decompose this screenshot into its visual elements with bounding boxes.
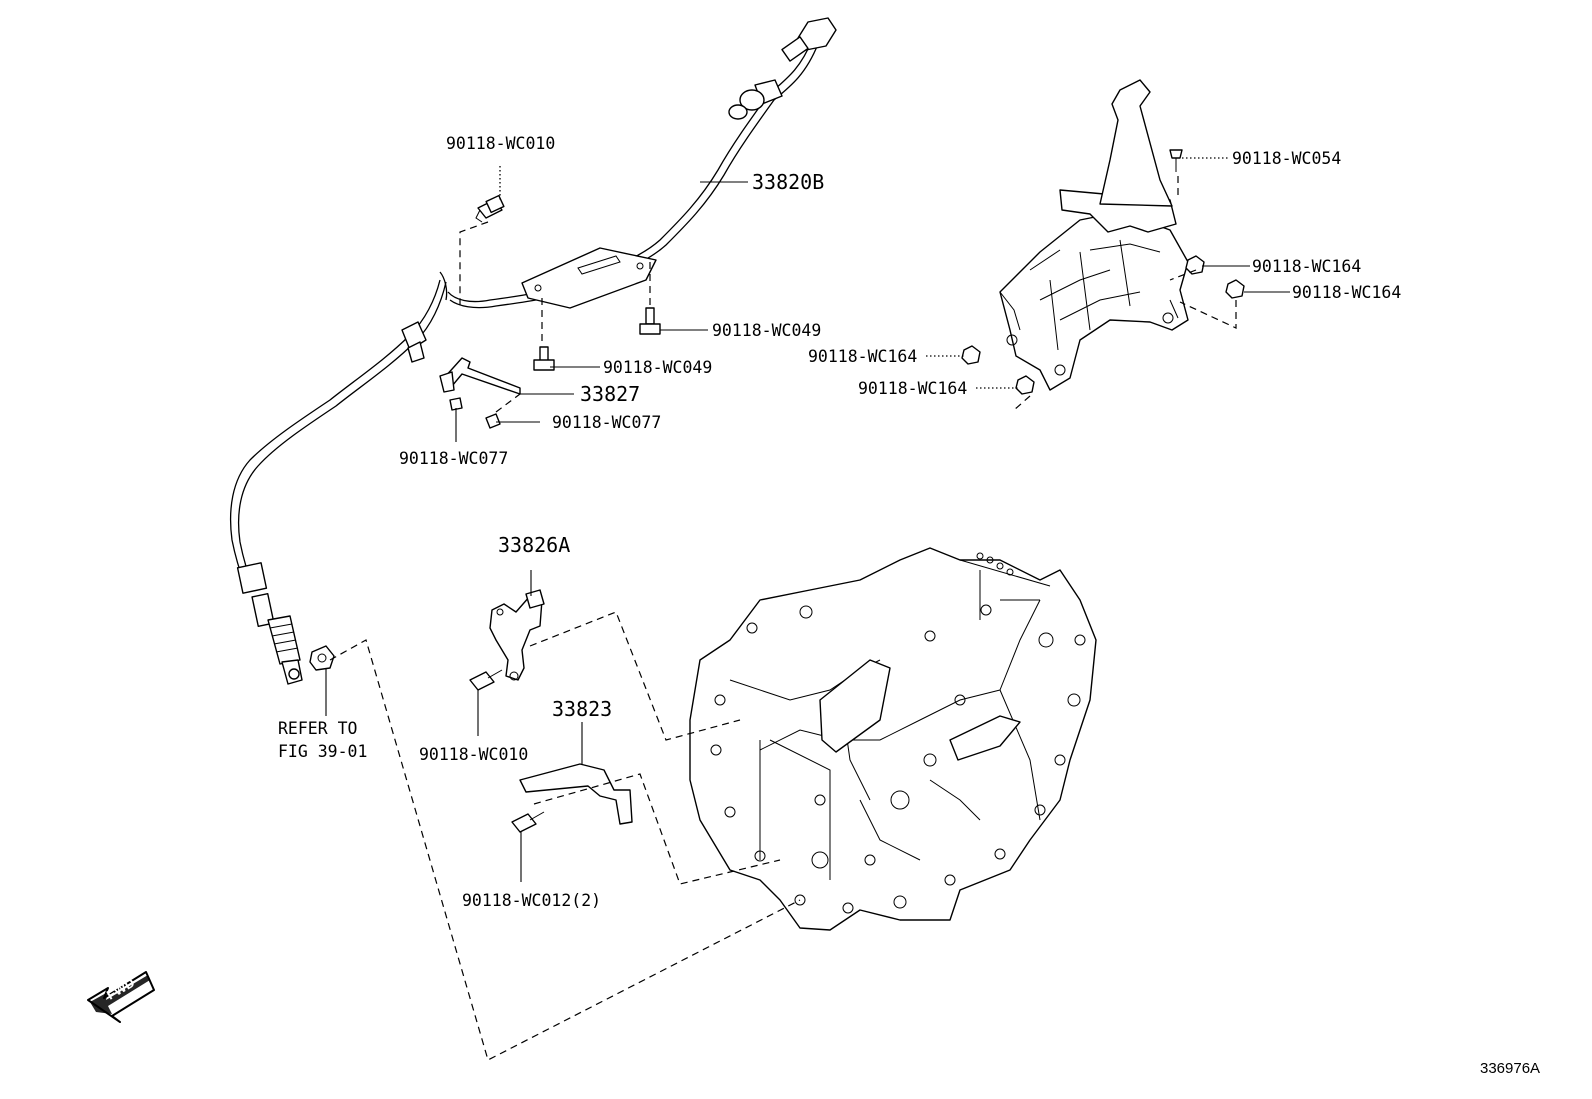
fwd-arrow-icon: FWD [87,971,155,1023]
nut-90118-wc164-a[interactable] [1185,255,1205,275]
label-90118-wc164-a: 90118-WC164 [1252,257,1361,276]
bolt-90118-wc010-top[interactable] [475,194,505,223]
nut-90118-wc164-b[interactable] [1225,279,1245,299]
shift-lever-assembly[interactable] [999,79,1189,391]
bolt-90118-wc049-left[interactable] [533,346,555,371]
bracket-33823[interactable] [519,763,633,825]
screw-90118-wc054[interactable] [1169,149,1183,172]
label-33823: 33823 [552,697,612,721]
callout-labels: 90118-WC010 33820B 90118-WC049 90118-WC0… [278,134,1401,910]
label-90118-wc077-right: 90118-WC077 [552,413,661,432]
nut-90118-wc164-d[interactable] [1015,375,1035,395]
transmission-case [689,547,1097,931]
label-90118-wc010-mid: 90118-WC010 [419,745,528,764]
label-90118-wc164-c: 90118-WC164 [808,347,917,366]
label-90118-wc164-d: 90118-WC164 [858,379,967,398]
label-90118-wc077-left: 90118-WC077 [399,449,508,468]
nut-90118-wc164-c[interactable] [961,345,981,365]
assembly-dash-lines [329,176,1237,1061]
refer-line-2: FIG 39-01 [278,742,367,761]
label-90118-wc049-left: 90118-WC049 [603,358,712,377]
label-90118-wc010-top: 90118-WC010 [446,134,555,153]
bolt-90118-wc049-right[interactable] [639,307,661,335]
cable-bracket-plate [521,247,657,309]
refer-line-1: REFER TO [278,719,357,738]
label-90118-wc164-b: 90118-WC164 [1292,283,1401,302]
bracket-33826a[interactable] [489,589,545,681]
label-33827: 33827 [580,382,640,406]
label-33826a: 33826A [498,533,570,557]
leader-lines [325,157,1290,882]
bracket-33827[interactable] [439,357,521,395]
clip-90118-wc077-right[interactable] [485,413,501,429]
label-90118-wc049-right: 90118-WC049 [712,321,821,340]
label-90118-wc012: 90118-WC012(2) [462,891,601,910]
figure-id: 336976A [1480,1060,1540,1077]
shift-cable-33820b[interactable] [229,17,837,685]
label-90118-wc054: 90118-WC054 [1232,149,1341,168]
bolt-90118-wc012[interactable] [511,811,545,833]
clip-90118-wc077-left[interactable] [449,397,463,411]
bolt-90118-wc010-mid[interactable] [469,669,503,691]
label-33820b: 33820B [752,170,824,194]
